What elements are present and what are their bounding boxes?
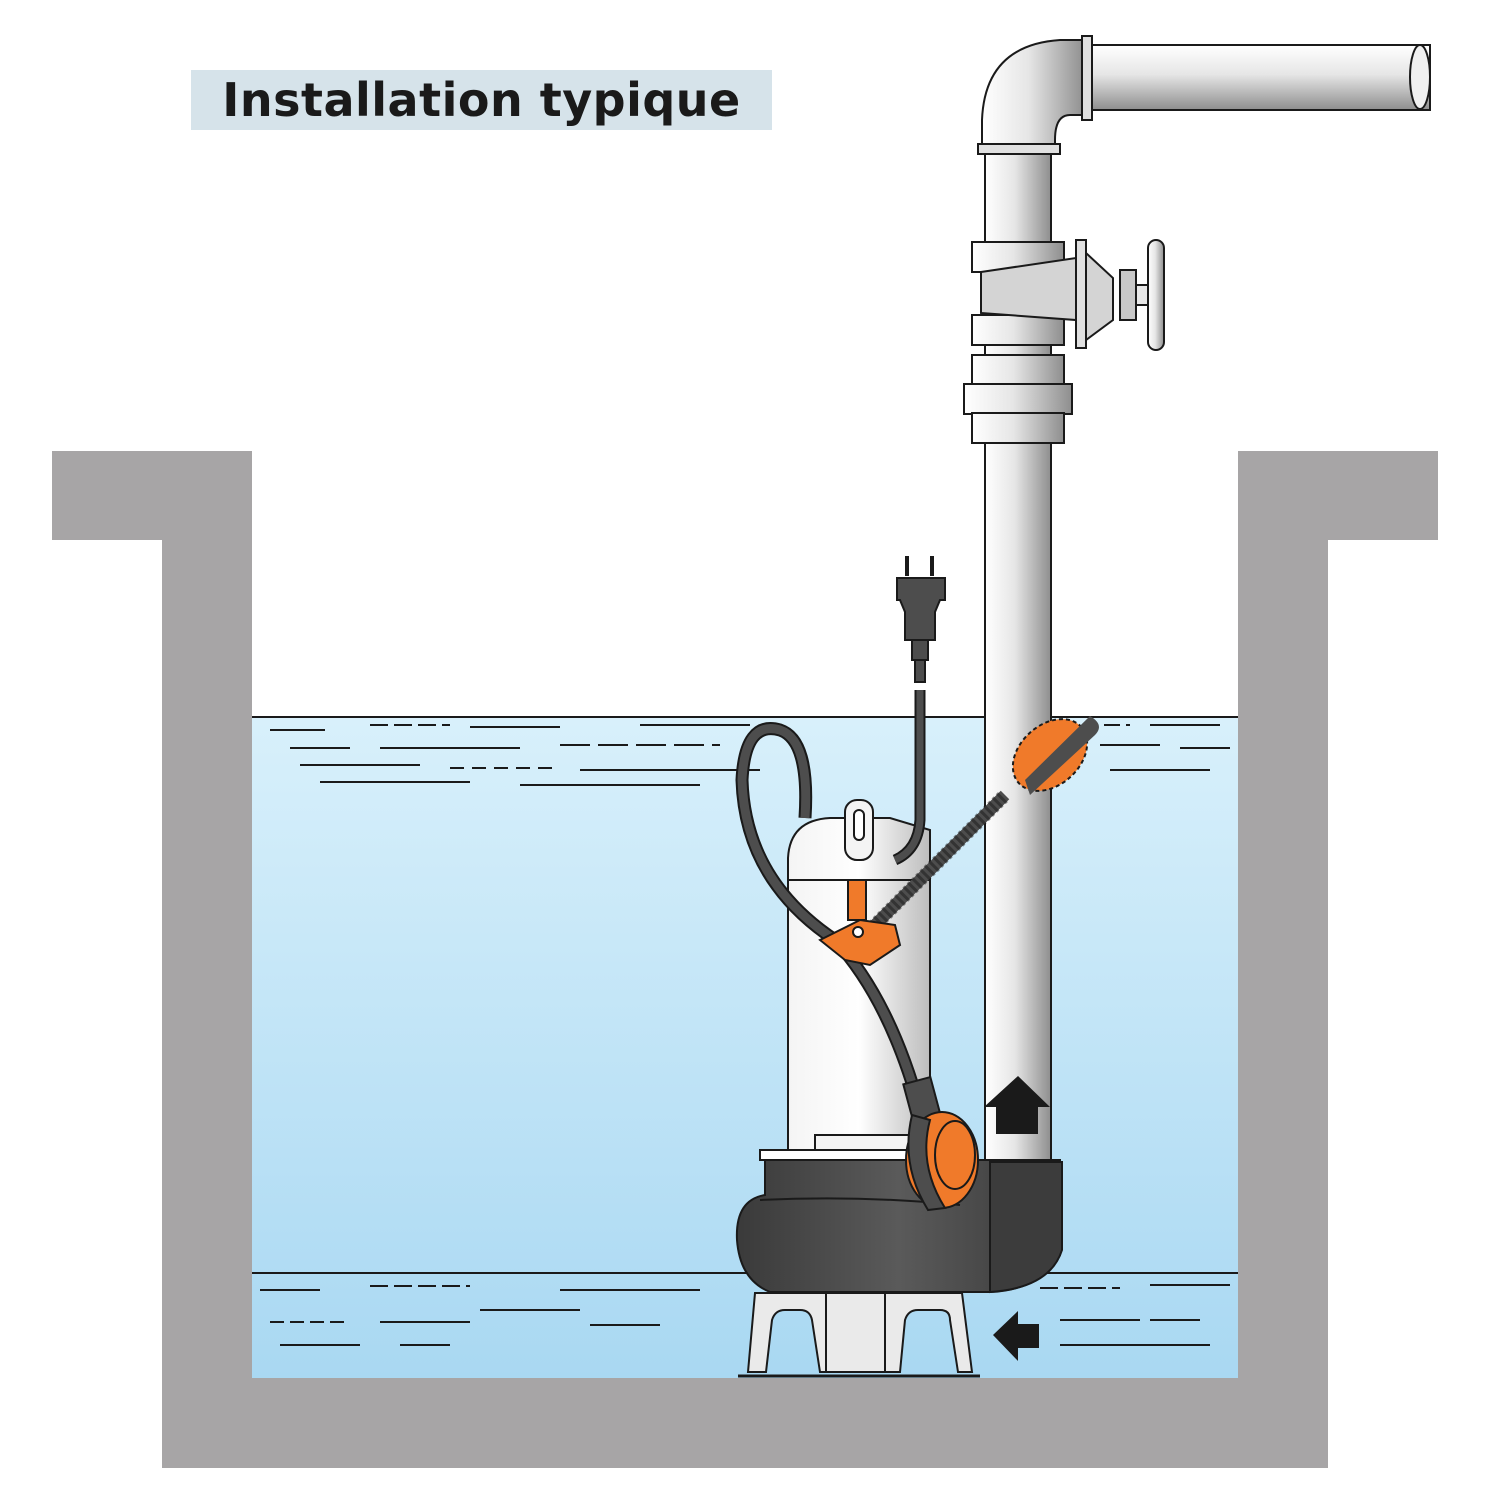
outlet-pipe xyxy=(1089,44,1431,111)
diagram-title: Installation typique xyxy=(222,73,741,127)
float-switch-high xyxy=(860,716,1099,940)
discharge-pipe xyxy=(963,153,1073,1165)
title-banner: Installation typique xyxy=(191,70,772,130)
flow-arrow-up xyxy=(984,1076,1050,1134)
flow-arrow-in xyxy=(993,1311,1039,1361)
cable-clamp xyxy=(818,879,902,967)
handwheel-icon xyxy=(1147,239,1165,351)
float-switch-low xyxy=(902,1075,979,1212)
concrete-pit xyxy=(52,451,1438,1468)
pipe-elbow xyxy=(977,35,1093,155)
power-plug-icon xyxy=(896,556,946,683)
pump-legs xyxy=(738,1292,980,1378)
gate-valve xyxy=(980,239,1165,351)
submersible-pump xyxy=(735,799,1063,1378)
